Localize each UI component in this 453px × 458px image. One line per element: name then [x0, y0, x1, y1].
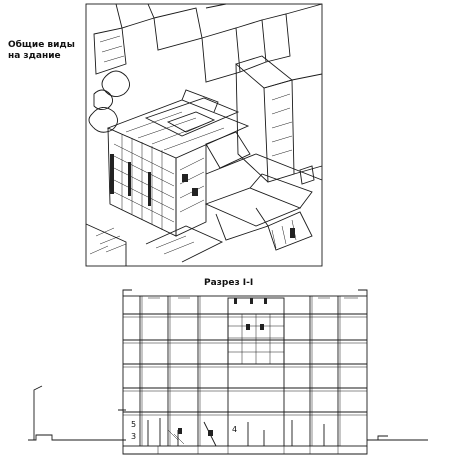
section-mark-4: 4 — [232, 425, 238, 434]
axonometric-caption-line2: на здание — [8, 51, 61, 61]
section-mark-5: 5 — [131, 420, 137, 429]
section-caption: Разрез I-I — [204, 278, 254, 288]
axonometric-caption-line1: Общие виды — [8, 40, 75, 50]
axonometric-caption: Общие виды на здание — [8, 40, 75, 62]
section-drawing — [28, 289, 428, 455]
section-mark-3: 3 — [131, 432, 137, 441]
axonometric-drawing — [85, 3, 323, 267]
